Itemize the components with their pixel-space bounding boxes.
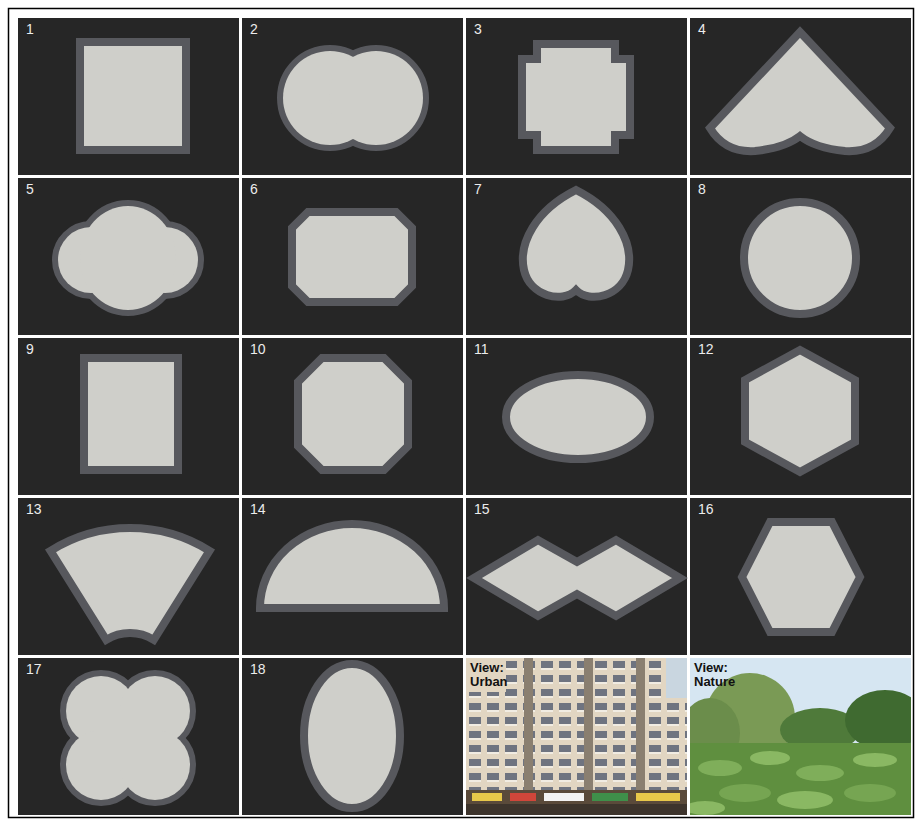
- outer-frame: [9, 9, 914, 818]
- shape-panel: 12: [690, 338, 911, 495]
- callout-number: 13: [26, 501, 231, 518]
- shape-panel: 1: [18, 18, 239, 175]
- shape-panel: 6: [242, 178, 463, 335]
- callout-number: 17: [26, 661, 231, 678]
- callout-number: 2: [250, 21, 455, 38]
- shape-panel: 14: [242, 498, 463, 655]
- callout-number: 10: [250, 341, 455, 358]
- shape-panel: 8: [690, 178, 911, 335]
- urban-photo: [466, 658, 687, 815]
- callout-number: 11: [474, 341, 679, 358]
- callout-number: 4: [698, 21, 903, 38]
- shape-panel: 18: [242, 658, 463, 815]
- callout-number: 1: [26, 21, 231, 38]
- shape-panel: 11: [466, 338, 687, 495]
- shape-panel: 17: [18, 658, 239, 815]
- shape-panel: 16: [690, 498, 911, 655]
- callout-number: 15: [474, 501, 679, 518]
- callout-number: 16: [698, 501, 903, 518]
- callout-number: 14: [250, 501, 455, 518]
- shape-panel: 5: [18, 178, 239, 335]
- shape-panel: 10: [242, 338, 463, 495]
- shape-panel: 9: [18, 338, 239, 495]
- callout-number: 12: [698, 341, 903, 358]
- shape-panel: 2: [242, 18, 463, 175]
- callout-number: 3: [474, 21, 679, 38]
- callout-number: 5: [26, 181, 231, 198]
- shape-panel: 4: [690, 18, 911, 175]
- shape-panel: 15: [466, 498, 687, 655]
- shape-panel: 3: [466, 18, 687, 175]
- shape-panel: 7: [466, 178, 687, 335]
- photo-panel: View: Urban: [466, 658, 687, 815]
- shape-panel: 13: [18, 498, 239, 655]
- photo-panel: View: Nature: [690, 658, 911, 815]
- callout-number: 8: [698, 181, 903, 198]
- callout-number: 9: [26, 341, 231, 358]
- callout-number: 6: [250, 181, 455, 198]
- view-label: View: Nature: [694, 661, 735, 690]
- nature-photo: [690, 658, 911, 815]
- callout-number: 7: [474, 181, 679, 198]
- view-label: View: Urban: [470, 661, 508, 690]
- callout-number: 18: [250, 661, 455, 678]
